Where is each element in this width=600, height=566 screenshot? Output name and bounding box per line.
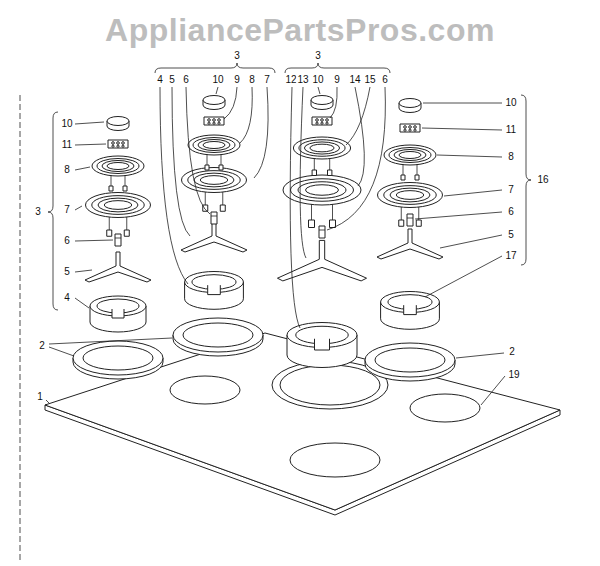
callout-number: 4 bbox=[156, 75, 164, 85]
callout-number: 9 bbox=[333, 75, 341, 85]
callout-number: 2 bbox=[38, 341, 46, 351]
callout-number: 9 bbox=[233, 75, 241, 85]
callout-number: 10 bbox=[311, 75, 324, 85]
watermark: AppliancePartsPros.com bbox=[105, 14, 495, 46]
callout-number: 6 bbox=[381, 75, 389, 85]
callout-number: 6 bbox=[182, 75, 190, 85]
callout-number: 10 bbox=[211, 75, 224, 85]
callout-number: 8 bbox=[248, 75, 256, 85]
callout-number: 11 bbox=[61, 140, 73, 150]
callout-number: 5 bbox=[507, 230, 515, 240]
callout-number: 2 bbox=[508, 347, 516, 357]
callout-number: 7 bbox=[507, 185, 515, 195]
callout-number: 3 bbox=[233, 51, 241, 61]
callout-number: 19 bbox=[507, 370, 520, 380]
callout-number: 7 bbox=[263, 75, 271, 85]
callout-number: 1 bbox=[36, 392, 44, 402]
callout-number: 8 bbox=[507, 152, 515, 162]
callout-number: 10 bbox=[60, 119, 73, 129]
callout-number: 4 bbox=[63, 293, 71, 303]
callout-number: 16 bbox=[536, 175, 549, 185]
callout-number: 15 bbox=[363, 75, 376, 85]
callout-number: 3 bbox=[34, 207, 42, 217]
callout-number: 8 bbox=[63, 165, 71, 175]
callout-number: 13 bbox=[296, 75, 309, 85]
callout-number: 11 bbox=[505, 125, 517, 135]
callout-number: 6 bbox=[63, 236, 71, 246]
callout-number: 6 bbox=[507, 207, 515, 217]
callout-number: 5 bbox=[168, 75, 176, 85]
callout-number: 14 bbox=[348, 75, 361, 85]
callout-number: 17 bbox=[504, 251, 517, 261]
callout-number: 10 bbox=[504, 98, 517, 108]
callout-number: 5 bbox=[63, 267, 71, 277]
callout-number: 3 bbox=[314, 51, 322, 61]
callout-number: 7 bbox=[63, 205, 71, 215]
